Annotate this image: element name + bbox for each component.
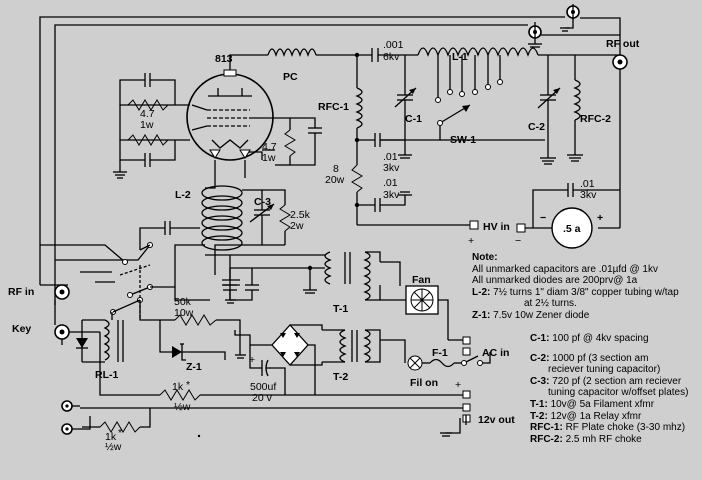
part-line-c3: C-3: 720 pf (2 section am reciever: [530, 375, 682, 387]
res-1k-a-power: ½w: [174, 401, 191, 413]
t2-transformer: [234, 324, 381, 395]
c2-label: C-2: [528, 121, 545, 133]
res-grid2-value: 2.5k: [290, 209, 311, 221]
note-line-4: at 2½ turns.: [524, 298, 577, 310]
f1-label: F-1: [432, 347, 448, 359]
pc-label: PC: [283, 71, 298, 83]
hv-in-label: HV in: [483, 221, 510, 233]
hv-plus: +: [468, 235, 474, 247]
res-zener-power: 10w: [174, 307, 194, 319]
rl1-relay: [76, 312, 124, 363]
res-bleed-value: 8: [333, 163, 339, 175]
cap-bypass1-voltage: 3kv: [383, 162, 400, 174]
res-grid-value: 4.7: [140, 108, 155, 120]
res-1k-b-star: *: [118, 427, 122, 439]
part-line-c3b: tuning capacitor w/offset plates): [548, 387, 689, 399]
res-grid-power: 1w: [140, 119, 154, 131]
cap-500: [249, 345, 286, 395]
rf-in-connector[interactable]: [54, 284, 70, 305]
zener-network: [139, 300, 246, 361]
cap-top-value: .001: [383, 39, 404, 51]
l1-label: L-1: [452, 51, 468, 63]
hv-section: [357, 69, 621, 249]
top-coax-lines: [39, 4, 621, 325]
cap-top-voltage: 6kv: [383, 51, 400, 63]
c1-label: C-1: [405, 113, 422, 125]
rfc2-label: RFC-2: [580, 113, 611, 125]
ac-in-label: AC in: [482, 347, 509, 359]
tube-813: [186, 69, 274, 161]
res-bleed-power: 20w: [325, 174, 345, 186]
c2-capacitor: [537, 55, 561, 165]
res-zener-value: 50k: [174, 296, 192, 308]
z1-label: Z-1: [186, 361, 202, 373]
notes-heading: Note:: [472, 252, 498, 263]
rfc2: [567, 55, 583, 162]
fil-on-label: Fil on: [410, 377, 438, 389]
cap-bypass2-value: .01: [383, 177, 398, 189]
res-screen-power: 1w: [262, 152, 276, 164]
l2-label: L-2: [175, 189, 191, 201]
rfc1-label: RFC-1: [318, 101, 349, 113]
part-line-c2b: reciever tuning capacitor): [548, 364, 661, 376]
l1-coil: [380, 47, 620, 141]
meter-minus: −: [540, 212, 546, 224]
t1-transformer: [205, 251, 381, 301]
sw1-label: SW-1: [450, 134, 476, 146]
cap-bypass2-voltage: 3kv: [383, 189, 400, 201]
meter-plus: +: [597, 212, 603, 224]
note-line-5: Z-1: 7.5v 10w Zener diode: [472, 309, 590, 321]
res-1k-b-value: 1k: [105, 431, 117, 443]
l2-tank: [139, 178, 291, 255]
screen-network: [209, 117, 322, 178]
tube-label: 813: [215, 53, 233, 65]
cap-500-value: 500uf: [250, 381, 276, 393]
part-line-rfc1: RFC-1: RF Plate choke (3-30 mhz): [530, 422, 686, 434]
part-line-t1: T-1: 10v@ 5a Filament xfmr: [530, 398, 655, 410]
part-line-t2: T-2: 12v@ 1a Relay xfmr: [530, 410, 642, 422]
c1-capacitor: [394, 55, 417, 140]
notes-block: Note: All unmarked capacitors are .01µfd…: [472, 252, 697, 322]
out12-plus: +: [455, 379, 461, 391]
c3-label: C-3: [254, 196, 271, 208]
out12-label: 12v out: [478, 414, 515, 426]
output-bus: [61, 332, 471, 437]
cap-500-plus: +: [249, 354, 255, 366]
res-screen-value: 4.7: [262, 141, 277, 153]
cap-bypass1-value: .01: [383, 151, 398, 163]
res-grid2-power: 2w: [290, 220, 304, 232]
fan-label: Fan: [412, 274, 431, 286]
part-line-rfc2: RFC-2: 2.5 mh RF choke: [530, 433, 642, 445]
cap-500-voltage: 20 v: [252, 392, 273, 404]
fan: [380, 261, 449, 340]
rf-in-label: RF in: [8, 286, 34, 298]
part-line-c2: C-2: 1000 pf (3 section am: [530, 352, 649, 364]
part-line-c1: C-1: 100 pf @ 4kv spacing: [530, 333, 649, 344]
t1-label: T-1: [333, 303, 348, 315]
grid-network: [113, 73, 190, 179]
res-1k-a-value: 1k: [172, 381, 184, 393]
rf-out-label: RF out: [606, 38, 640, 50]
t2-label: T-2: [333, 371, 348, 383]
plate-line: [229, 48, 418, 70]
ac-input: [380, 336, 491, 371]
res-1k-b-power: ½w: [105, 441, 122, 453]
key-connector[interactable]: [54, 324, 100, 345]
note-line-2: All unmarked diodes are 200prv@ 1a: [472, 275, 638, 287]
rl1-label: RL-1: [95, 369, 118, 381]
cap-hv-value: .01: [580, 178, 595, 190]
res-1k-a-star: *: [186, 379, 190, 391]
key-label: Key: [12, 323, 31, 335]
hv-minus: −: [515, 235, 521, 247]
note-line-1: All unmarked capacitors are .01µfd @ 1kv: [472, 263, 658, 275]
cap-hv-voltage: 3kv: [580, 189, 597, 201]
parts-list: C-1: 100 pf @ 4kv spacing C-2: 1000 pf (…: [530, 333, 700, 445]
meter-label: .5 a: [563, 223, 581, 235]
note-line-3: L-2: 7½ turns 1" diam 3/8" copper tubing…: [472, 286, 679, 298]
